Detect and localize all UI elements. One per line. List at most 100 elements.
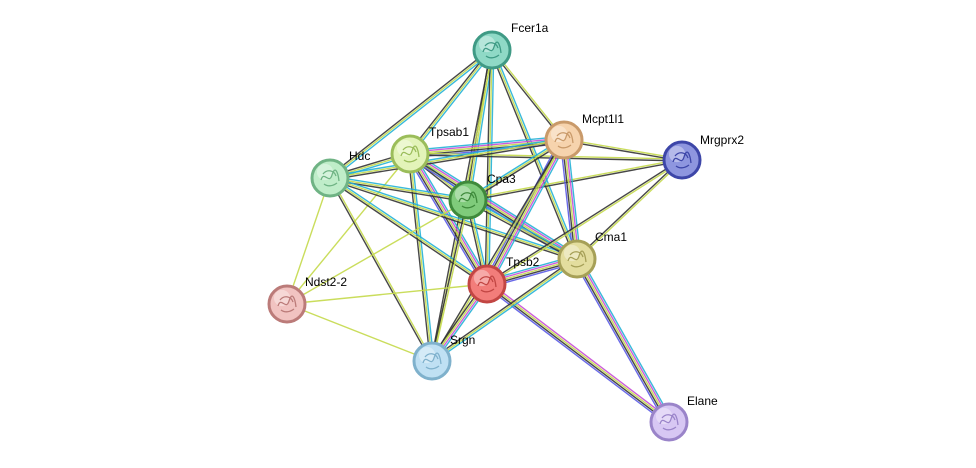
edge-line-tm [286, 153, 411, 305]
node-label: Cpa3 [487, 172, 516, 186]
edge-line-tm [431, 258, 578, 362]
edge-Hdc-Tpsb2[interactable] [328, 175, 489, 287]
edge-Cpa3-Cma1[interactable] [466, 197, 579, 262]
edge-line-tm [329, 177, 488, 285]
edge-line-db [493, 49, 580, 259]
edge-line-exp [488, 281, 672, 421]
node-fcer1a[interactable]: Fcer1a [472, 21, 549, 70]
edge-Fcer1a-Tpsb2[interactable] [484, 49, 495, 285]
edge-line-coexp [407, 154, 487, 286]
edge-line-tm [467, 199, 578, 260]
edge-line-tm [432, 200, 470, 362]
edge-line-coexp [575, 158, 682, 259]
edge-line-exp [410, 151, 579, 259]
edge-Hdc-Cma1[interactable] [329, 175, 578, 262]
edge-line-tm [487, 282, 670, 422]
node-label: Mrgprx2 [700, 133, 744, 147]
edge-line-db [489, 141, 568, 287]
edge-Mrgprx2-Cma1[interactable] [575, 158, 684, 261]
node-ndst2-2[interactable]: Ndst2-2 [267, 275, 347, 324]
protein-structure-icon [277, 295, 297, 313]
edge-line-tm [467, 158, 682, 200]
edge-line-coexp [563, 140, 682, 162]
edge-line-tm [286, 283, 488, 305]
protein-structure-icon [482, 41, 502, 59]
edge-Tpsb2-Ndst2-2[interactable] [286, 283, 488, 305]
edge-line-tm [286, 177, 331, 305]
protein-structure-icon [659, 413, 679, 431]
edge-line-tm [286, 303, 433, 362]
edge-line-coexp [466, 200, 577, 262]
edge-line-db [432, 259, 579, 364]
edge-Ndst2-2-Srgn[interactable] [286, 303, 433, 362]
edge-line-coexp [468, 160, 683, 202]
edge-Tpsb2-Elane[interactable] [484, 281, 672, 425]
edge-line-tm [491, 49, 578, 260]
edge-Hdc-Mcpt1l1[interactable] [329, 137, 565, 181]
edge-Hdc-Ndst2-2[interactable] [286, 177, 331, 305]
node-cma1[interactable]: Cma1 [557, 230, 627, 279]
network-edges [286, 48, 684, 425]
node-label: Cma1 [595, 230, 627, 244]
edge-line-coexp [328, 178, 432, 362]
edge-line-coexp [430, 139, 564, 361]
edge-line-db [330, 175, 578, 258]
edge-line-coexp [561, 140, 576, 260]
node-label: Fcer1a [511, 21, 549, 35]
edge-line-db [411, 153, 435, 361]
node-elane[interactable]: Elane [649, 394, 718, 442]
node-hdc[interactable]: Hdc [310, 149, 370, 198]
edge-line-tm [329, 177, 578, 260]
edge-Cma1-Elane[interactable] [573, 256, 673, 425]
edge-Mcpt1l1-Mrgprx2[interactable] [563, 138, 683, 162]
edge-line-db [468, 197, 579, 259]
edge-line-db [488, 50, 495, 285]
edge-line-coexp [329, 179, 577, 262]
edge-Tpsab1-Ndst2-2[interactable] [286, 153, 411, 305]
edge-line-coexp [486, 284, 669, 424]
edge-line-tm [486, 49, 493, 285]
edge-Mrgprx2-Tpsb2[interactable] [486, 158, 683, 286]
protein-structure-icon [422, 352, 442, 370]
node-tpsb2[interactable]: Tpsb2 [467, 255, 540, 304]
edge-line-coexp [408, 48, 492, 154]
edge-line-coexp [430, 199, 468, 361]
node-srgn[interactable]: Srgn [412, 333, 475, 381]
node-mcpt1l1[interactable]: Mcpt1l1 [544, 112, 624, 160]
edge-line-db [566, 139, 582, 259]
protein-structure-icon [554, 131, 574, 149]
edge-line-tm [329, 49, 493, 179]
node-label: Tpsb2 [506, 255, 540, 269]
edge-line-coexp [328, 178, 487, 287]
edge-Cpa3-Mrgprx2[interactable] [467, 158, 683, 202]
node-mrgprx2[interactable]: Mrgprx2 [662, 133, 744, 180]
edge-line-db [330, 175, 489, 284]
edge-Cpa3-Srgn[interactable] [430, 199, 470, 362]
edge-line-exp [565, 139, 580, 259]
edge-Hdc-Srgn[interactable] [328, 177, 434, 362]
node-label: Elane [687, 394, 718, 408]
edge-Fcer1a-Hdc[interactable] [328, 48, 494, 180]
node-tpsab1[interactable]: Tpsab1 [390, 125, 469, 174]
edge-line-exp [409, 137, 564, 153]
edge-line-tm [564, 138, 683, 160]
edge-line-coexp [328, 48, 492, 178]
node-label: Ndst2-2 [305, 275, 347, 289]
edge-line-db [411, 150, 580, 257]
edge-Cpa3-Ndst2-2[interactable] [286, 199, 469, 305]
edge-line-tm [409, 49, 493, 155]
node-cpa3[interactable]: Cpa3 [448, 172, 516, 220]
edge-line-tm [410, 152, 683, 160]
edge-Cma1-Srgn[interactable] [430, 256, 579, 364]
edge-line-hom [573, 260, 667, 425]
edge-Fcer1a-Tpsab1[interactable] [408, 48, 494, 156]
edge-line-coexp [486, 158, 682, 284]
node-label: Tpsab1 [429, 125, 469, 139]
protein-structure-icon [567, 250, 587, 268]
edge-line-db [330, 175, 469, 199]
node-label: Srgn [450, 333, 475, 347]
edge-line-db [579, 256, 673, 421]
edge-Mcpt1l1-Cma1[interactable] [559, 139, 582, 260]
